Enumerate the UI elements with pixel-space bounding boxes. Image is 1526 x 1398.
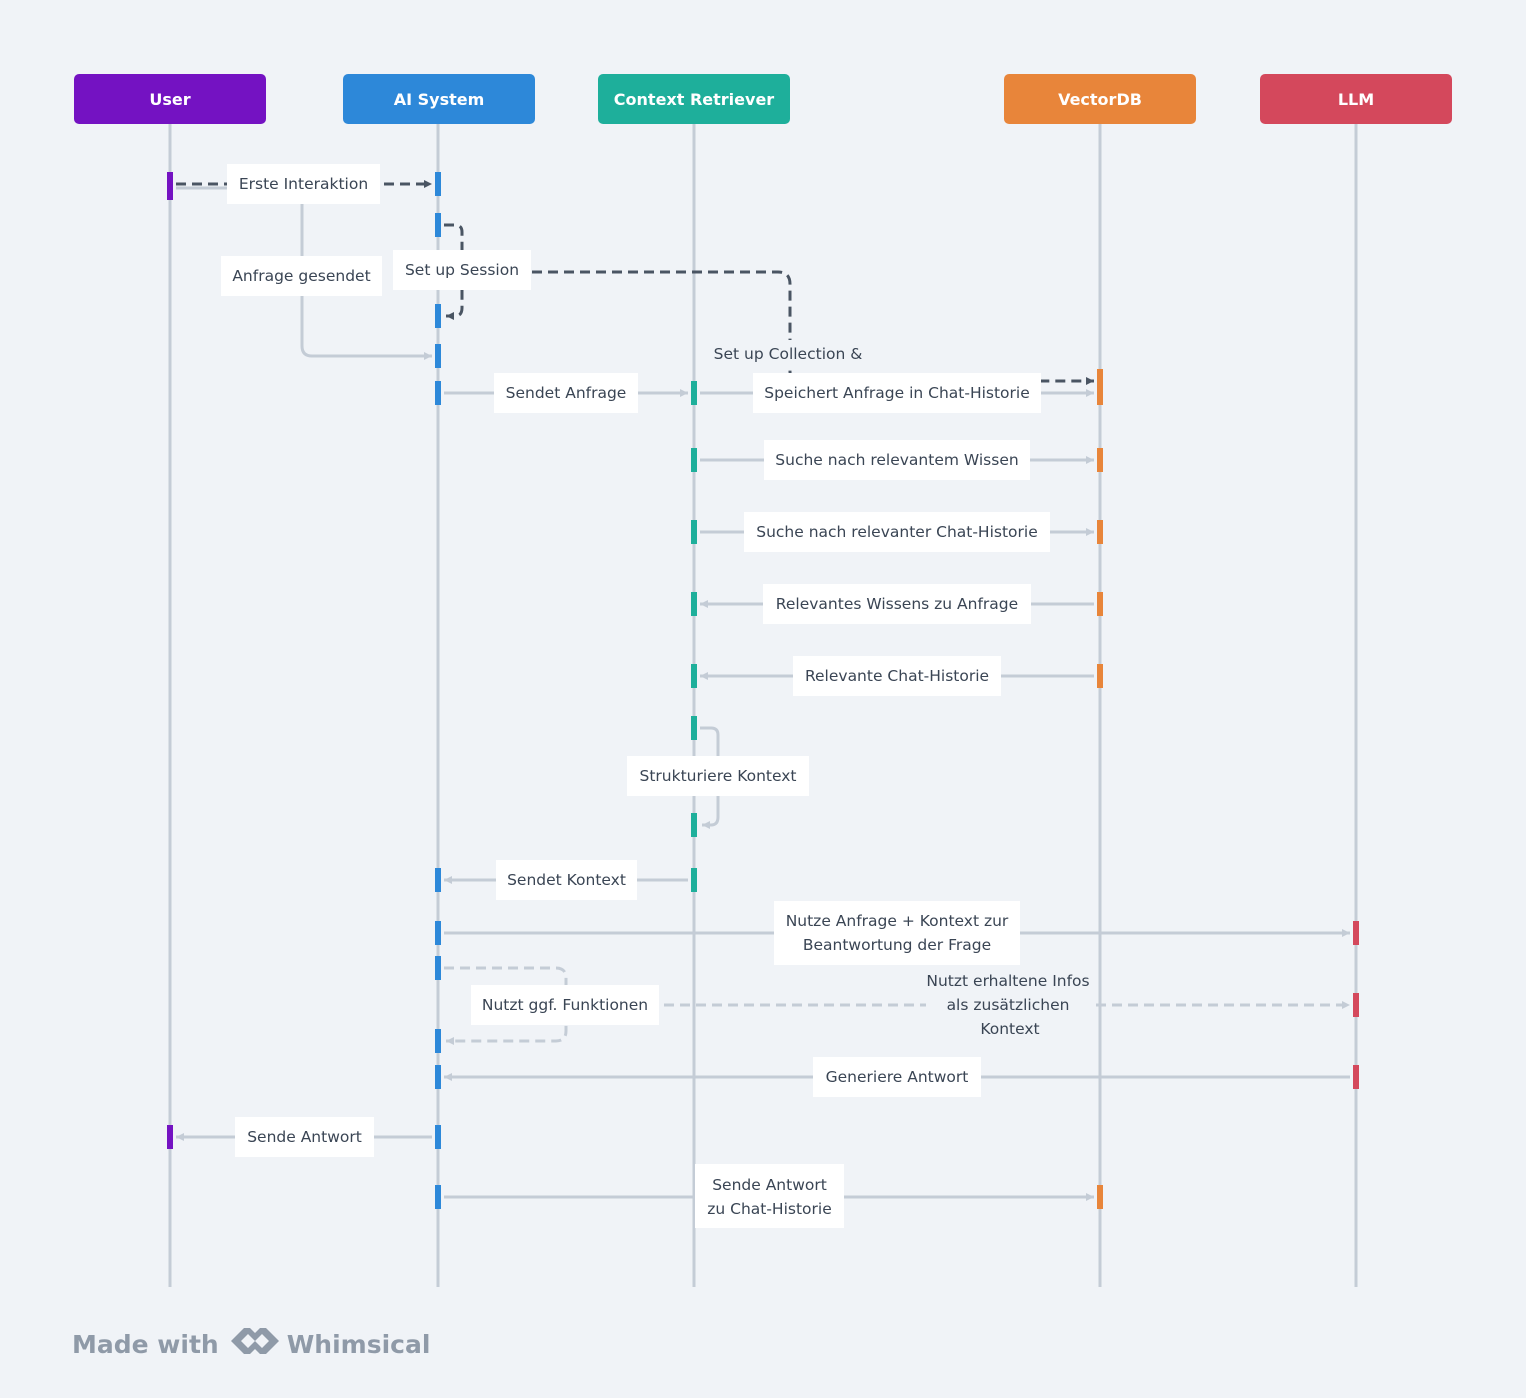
message-text: Sendet Anfrage — [506, 384, 627, 402]
label-sendet-kontext[interactable]: Sendet Kontext — [496, 860, 637, 900]
lifelines — [168, 124, 1358, 1287]
activation-bar — [435, 381, 441, 405]
message-text: Suche nach relevanter Chat-Historie — [756, 523, 1038, 541]
activation-bar — [1353, 993, 1359, 1017]
label-set-up-session[interactable]: Set up Session — [393, 250, 531, 290]
activation-bar — [691, 592, 697, 616]
message-text: Generiere Antwort — [826, 1068, 969, 1086]
footer-made-with-text: Made with — [72, 1329, 219, 1359]
message-text: Suche nach relevantem Wissen — [775, 451, 1018, 469]
activation-bar — [435, 1029, 441, 1053]
actor-label: AI System — [394, 90, 485, 109]
activation-bars — [167, 172, 1359, 1209]
activation-bar — [435, 921, 441, 945]
activation-bar — [691, 520, 697, 544]
message-text: Anfrage gesendet — [232, 267, 370, 285]
label-suche-historie[interactable]: Suche nach relevanter Chat-Historie — [744, 512, 1050, 552]
label-set-up-collection[interactable]: Set up Collection & — [706, 340, 872, 368]
label-sende-antwort[interactable]: Sende Antwort — [235, 1117, 374, 1157]
footer-brand-text: Whimsical — [286, 1329, 431, 1359]
label-nutzt-funktionen[interactable]: Nutzt ggf. Funktionen — [471, 985, 659, 1025]
message-text: Set up Session — [405, 261, 519, 279]
message-text: Sendet Kontext — [507, 871, 626, 889]
activation-bar — [435, 1065, 441, 1089]
actor-box — [1004, 74, 1196, 124]
activation-bar — [1353, 921, 1359, 945]
message-text: Nutze Anfrage + Kontext zur — [786, 912, 1009, 930]
actor-llm[interactable]: LLM — [1260, 74, 1452, 124]
activation-bar — [435, 868, 441, 892]
actor-label: User — [149, 90, 190, 109]
actor-ai-system[interactable]: AI System — [343, 74, 535, 124]
arrows — [176, 180, 1350, 1201]
actor-label: Context Retriever — [614, 90, 774, 109]
actor-box — [1260, 74, 1452, 124]
activation-bar — [1097, 664, 1103, 688]
label-erste-interaktion[interactable]: Erste Interaktion — [227, 164, 380, 204]
actor-vectordb[interactable]: VectorDB — [1004, 74, 1196, 124]
arrow-nutzt-funktionen-loop[interactable] — [444, 966, 568, 1045]
footer-made-with-whimsical[interactable]: Made with Whimsical — [72, 1322, 430, 1366]
activation-bar — [167, 172, 173, 200]
activation-bar — [435, 172, 441, 196]
activation-bar — [691, 716, 697, 740]
label-relevantes-wissen[interactable]: Relevantes Wissens zu Anfrage — [763, 584, 1031, 624]
label-nutze-anfrage[interactable]: Nutze Anfrage + Kontext zur Beantwortung… — [774, 901, 1020, 965]
label-nutzt-infos[interactable]: Nutzt erhaltene Infos als zusätzlichen K… — [926, 966, 1096, 1042]
message-text: Nutzt erhaltene Infos — [926, 972, 1089, 990]
message-labels: Erste Interaktion Anfrage gesendet Set u… — [221, 164, 1096, 1228]
activation-bar — [435, 1125, 441, 1149]
actor-user[interactable]: User — [74, 74, 266, 124]
actor-box — [598, 74, 790, 124]
activation-bar — [1097, 592, 1103, 616]
activation-bar — [1097, 520, 1103, 544]
label-anfrage-gesendet[interactable]: Anfrage gesendet — [221, 256, 382, 296]
message-text: Relevante Chat-Historie — [805, 667, 989, 685]
label-sende-historie[interactable]: Sende Antwort zu Chat-Historie — [695, 1164, 844, 1228]
label-strukturiere-kontext[interactable]: Strukturiere Kontext — [627, 756, 809, 796]
activation-bar — [691, 448, 697, 472]
message-text: Strukturiere Kontext — [640, 767, 797, 785]
message-text: Sende Antwort — [712, 1176, 827, 1194]
message-text: Set up Collection & — [714, 345, 863, 363]
label-sendet-anfrage[interactable]: Sendet Anfrage — [494, 373, 638, 413]
actor-box — [343, 74, 535, 124]
activation-bar — [435, 956, 441, 980]
activation-bar — [1097, 369, 1103, 405]
activation-bar — [1353, 1065, 1359, 1089]
activation-bar — [435, 304, 441, 328]
arrow-set-up-collection[interactable] — [532, 270, 1094, 385]
message-text: als zusätzlichen — [947, 996, 1070, 1014]
actor-label: VectorDB — [1058, 90, 1142, 109]
message-text: Erste Interaktion — [239, 175, 368, 193]
whimsical-logo-icon — [229, 1322, 281, 1366]
label-suche-wissen[interactable]: Suche nach relevantem Wissen — [764, 440, 1030, 480]
message-text: Kontext — [980, 1020, 1039, 1038]
activation-bar — [1097, 1185, 1103, 1209]
activation-bar — [691, 868, 697, 892]
message-text: Relevantes Wissens zu Anfrage — [776, 595, 1018, 613]
message-text: Beantwortung der Frage — [803, 936, 991, 954]
activation-bar — [167, 1125, 173, 1149]
activation-bar — [435, 213, 441, 237]
message-text: Nutzt ggf. Funktionen — [482, 996, 648, 1014]
actor-label: LLM — [1338, 90, 1374, 109]
activation-bar — [435, 1185, 441, 1209]
label-generiere-antwort[interactable]: Generiere Antwort — [813, 1057, 981, 1097]
message-text: Speichert Anfrage in Chat-Historie — [764, 384, 1030, 402]
activation-bar — [1097, 448, 1103, 472]
activation-bar — [435, 344, 441, 368]
arrow-anfrage-gesendet[interactable] — [176, 186, 432, 360]
actor-box — [74, 74, 266, 124]
activation-bar — [691, 381, 697, 405]
activation-bar — [691, 664, 697, 688]
message-text: Sende Antwort — [247, 1128, 362, 1146]
message-text: zu Chat-Historie — [707, 1200, 832, 1218]
activation-bar — [691, 813, 697, 837]
label-speichert-anfrage[interactable]: Speichert Anfrage in Chat-Historie — [753, 373, 1041, 413]
actor-context-retriever[interactable]: Context Retriever — [598, 74, 790, 124]
label-relevante-historie[interactable]: Relevante Chat-Historie — [793, 656, 1001, 696]
